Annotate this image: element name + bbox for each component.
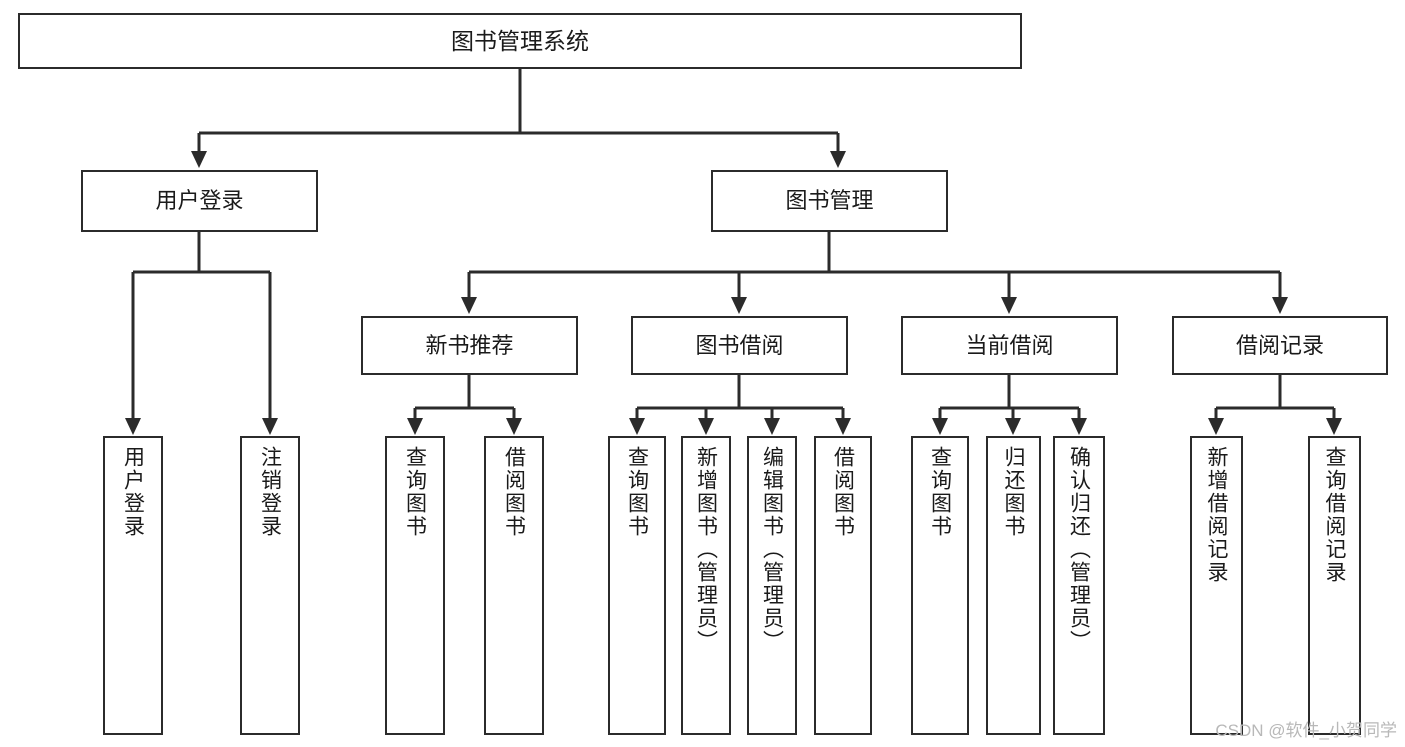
arrowhead-icon bbox=[731, 297, 747, 314]
arrowhead-icon bbox=[461, 297, 477, 314]
node-level3-2[interactable]: 当前借阅 bbox=[901, 316, 1118, 375]
node-level3-1[interactable]: 图书借阅 bbox=[631, 316, 848, 375]
arrowhead-icon bbox=[1071, 418, 1087, 435]
node-leaf-1[interactable]: 注销登录 bbox=[240, 436, 300, 735]
node-level2-1[interactable]: 图书管理 bbox=[711, 170, 948, 232]
node-leaf-5[interactable]: 新增图书（管理员） bbox=[681, 436, 731, 735]
arrowhead-icon bbox=[1001, 297, 1017, 314]
arrowhead-icon bbox=[125, 418, 141, 435]
node-label: 借阅图书 bbox=[831, 446, 855, 538]
arrowhead-icon bbox=[835, 418, 851, 435]
node-label: 查询图书 bbox=[625, 446, 649, 538]
node-label: 图书管理系统 bbox=[451, 27, 589, 54]
node-label: 查询图书 bbox=[403, 446, 427, 538]
node-root[interactable]: 图书管理系统 bbox=[18, 13, 1022, 69]
node-label: 新增借阅记录 bbox=[1205, 446, 1228, 584]
node-label: 注销登录 bbox=[258, 446, 282, 538]
node-leaf-4[interactable]: 查询图书 bbox=[608, 436, 666, 735]
arrowhead-icon bbox=[262, 418, 278, 435]
node-label: 查询借阅记录 bbox=[1323, 446, 1346, 584]
node-level2-0[interactable]: 用户登录 bbox=[81, 170, 318, 232]
node-leaf-6[interactable]: 编辑图书（管理员） bbox=[747, 436, 797, 735]
watermark-text: CSDN @软件_小贺同学 bbox=[1215, 721, 1397, 740]
node-label: 当前借阅 bbox=[965, 332, 1054, 358]
node-label: 用户登录 bbox=[155, 188, 244, 214]
node-leaf-9[interactable]: 归还图书 bbox=[986, 436, 1041, 735]
node-label: 查询图书 bbox=[928, 446, 952, 538]
node-leaf-8[interactable]: 查询图书 bbox=[911, 436, 969, 735]
arrowhead-icon bbox=[698, 418, 714, 435]
node-label: 用户登录 bbox=[121, 446, 145, 538]
arrowhead-icon bbox=[1326, 418, 1342, 435]
node-label: 归还图书 bbox=[1002, 446, 1025, 538]
node-level3-0[interactable]: 新书推荐 bbox=[361, 316, 578, 375]
node-leaf-2[interactable]: 查询图书 bbox=[385, 436, 445, 735]
node-leaf-11[interactable]: 新增借阅记录 bbox=[1190, 436, 1243, 735]
node-label: 借阅图书 bbox=[502, 446, 526, 538]
arrowhead-icon bbox=[932, 418, 948, 435]
arrowhead-icon bbox=[191, 151, 207, 168]
node-leaf-10[interactable]: 确认归还（管理员） bbox=[1053, 436, 1105, 735]
node-label: 借阅记录 bbox=[1235, 332, 1324, 358]
arrowhead-icon bbox=[764, 418, 780, 435]
arrowhead-icon bbox=[1208, 418, 1224, 435]
arrowhead-icon bbox=[629, 418, 645, 435]
node-leaf-0[interactable]: 用户登录 bbox=[103, 436, 163, 735]
node-label: 编辑图书（管理员） bbox=[760, 446, 784, 653]
node-label: 图书借阅 bbox=[695, 332, 784, 358]
arrowhead-group bbox=[125, 151, 1342, 435]
node-label: 新书推荐 bbox=[425, 332, 514, 358]
arrowhead-icon bbox=[506, 418, 522, 435]
arrowhead-icon bbox=[830, 151, 846, 168]
node-label: 确认归还（管理员） bbox=[1067, 446, 1091, 653]
arrowhead-icon bbox=[407, 418, 423, 435]
node-label: 新增图书（管理员） bbox=[694, 446, 718, 653]
node-leaf-3[interactable]: 借阅图书 bbox=[484, 436, 544, 735]
node-level3-3[interactable]: 借阅记录 bbox=[1172, 316, 1388, 375]
node-leaf-7[interactable]: 借阅图书 bbox=[814, 436, 872, 735]
arrowhead-icon bbox=[1005, 418, 1021, 435]
arrowhead-icon bbox=[1272, 297, 1288, 314]
node-label: 图书管理 bbox=[785, 188, 874, 214]
node-leaf-12[interactable]: 查询借阅记录 bbox=[1308, 436, 1361, 735]
